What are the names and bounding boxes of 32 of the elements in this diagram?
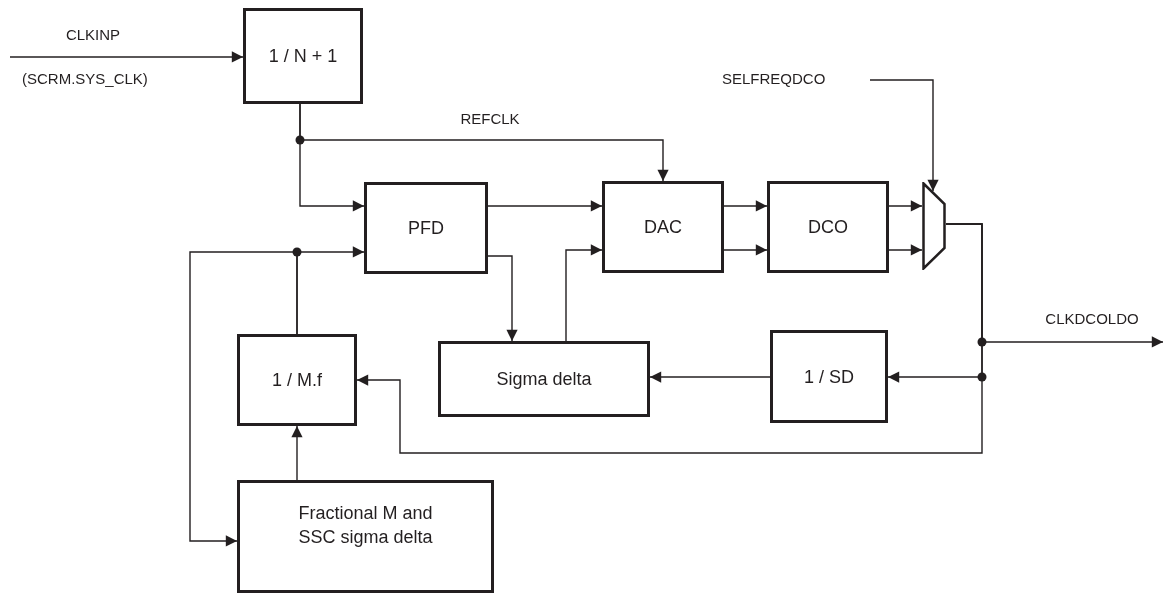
block-box — [770, 330, 888, 423]
block-label: Fractional M and SSC sigma delta — [297, 502, 434, 549]
arrow — [649, 371, 771, 383]
block-box — [243, 8, 363, 104]
block-box — [767, 181, 889, 273]
arrow — [888, 200, 923, 212]
arrow — [356, 223, 983, 454]
arrow — [888, 244, 923, 256]
arrow — [565, 244, 603, 342]
arrow — [723, 244, 768, 256]
block-box — [438, 341, 650, 417]
arrow — [487, 255, 518, 342]
block-label: 1 / M.f — [272, 369, 322, 392]
arrow — [723, 200, 768, 212]
block-label: 1 / SD — [804, 365, 854, 389]
arrow — [291, 425, 303, 481]
arrow — [299, 103, 669, 182]
block-label: Sigma delta — [496, 368, 592, 391]
block-label: DAC — [644, 216, 682, 239]
block-label: DCO — [808, 216, 848, 239]
block-box — [364, 182, 488, 274]
arrow — [189, 251, 298, 547]
block-label: PFD — [408, 217, 444, 240]
block-box — [602, 181, 724, 273]
signal-name: (SCRM.SYS_CLK) — [22, 70, 148, 87]
block-box — [237, 480, 494, 593]
arrow — [487, 200, 603, 212]
block-label: 1 / N + 1 — [268, 45, 338, 68]
arrow — [869, 79, 939, 192]
signal-name: SELFREQDCO — [722, 70, 826, 87]
block-box — [237, 334, 357, 426]
arrow — [9, 51, 244, 63]
